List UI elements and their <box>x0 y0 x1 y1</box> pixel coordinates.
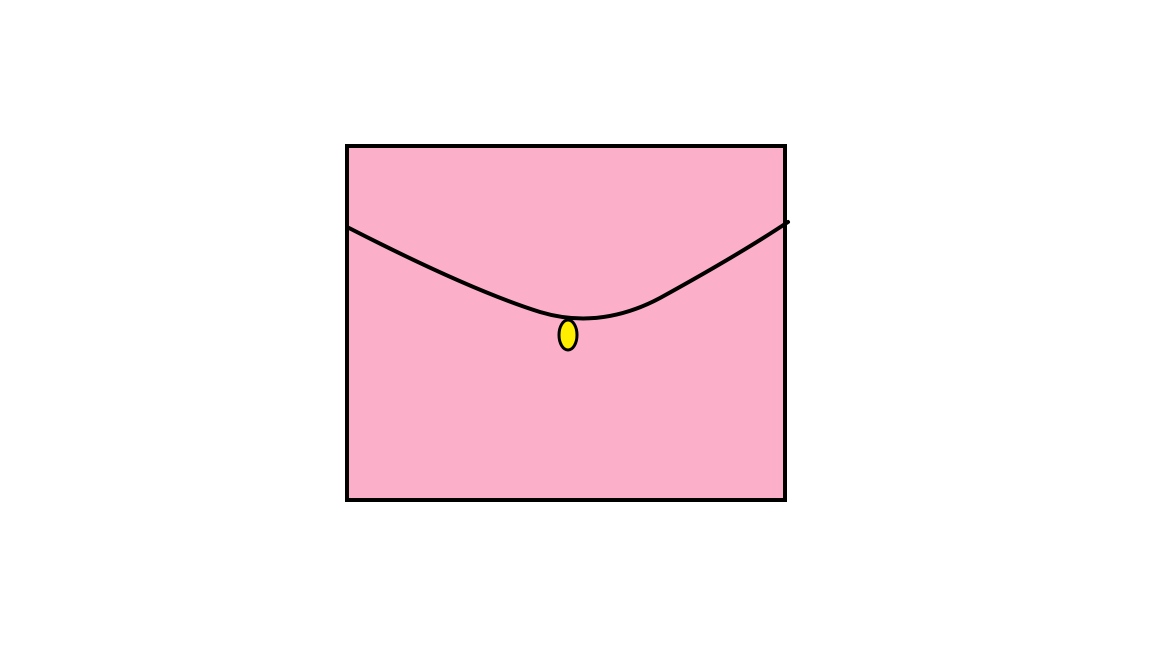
envelope-flap-line <box>347 220 790 321</box>
clasp-button <box>557 318 579 352</box>
